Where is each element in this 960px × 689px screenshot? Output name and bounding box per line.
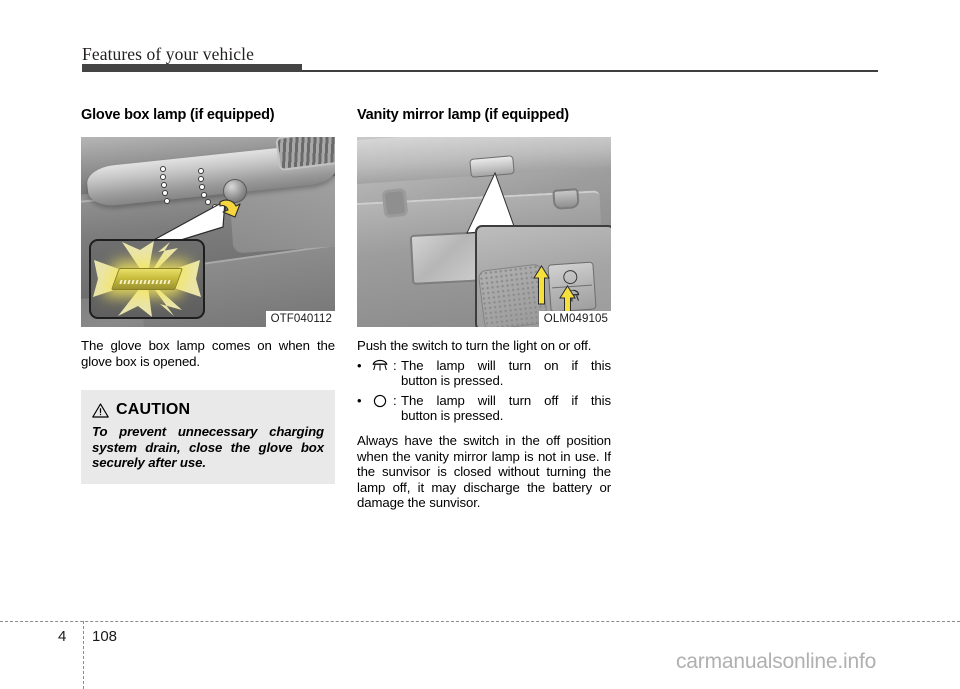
glove-box-lamp-description: The glove box lamp comes on when the glo… — [81, 337, 335, 369]
footer-divider-vertical — [83, 621, 84, 689]
list-item-lamp-off: • : The lamp will turn off if this butto… — [357, 393, 611, 424]
bullet-marker: • — [357, 357, 362, 373]
caution-text: To prevent unnecessary charging system d… — [92, 424, 324, 471]
glove-box-lamp-inset — [89, 238, 205, 319]
list-item-lamp-on: • : The lamp will turn on if this button… — [357, 358, 611, 389]
page-header: Features of your vehicle — [0, 0, 960, 80]
vanity-switch-inset — [475, 224, 611, 327]
watermark: carmanualsonline.info — [676, 650, 877, 673]
section-heading-glove-box-lamp: Glove box lamp (if equipped) — [81, 107, 275, 123]
footer-divider-horizontal — [0, 621, 960, 622]
bullet-marker: • — [357, 392, 362, 408]
vanity-lamp-intro: Push the switch to turn the light on or … — [357, 337, 592, 353]
figure-caption-left: OTF040112 — [265, 310, 335, 327]
glove-box-latch — [223, 178, 247, 203]
bullet-colon: : — [393, 357, 397, 373]
visor-clip — [381, 187, 409, 219]
left-column: Glove box lamp (if equipped) — [81, 107, 335, 484]
caution-box: CAUTION To prevent unnecessary charging … — [81, 390, 335, 484]
figure-glove-box-lamp: OTF040112 — [81, 136, 335, 327]
rotation-arrow-icon — [219, 199, 241, 218]
footer-chapter-number: 4 — [58, 628, 67, 645]
figure-vanity-mirror-lamp: OLM049105 — [357, 136, 611, 327]
header-rule-thin — [82, 70, 878, 72]
up-arrow-icon-upper — [533, 264, 550, 305]
bullet-line-2: button is pressed. — [401, 408, 504, 424]
bullet-line-1: The lamp will turn off if this — [401, 392, 611, 408]
caution-header: CAUTION — [92, 401, 324, 419]
bullet-line-2: button is pressed. — [401, 373, 504, 389]
switch-off-circle-icon[interactable] — [562, 269, 578, 285]
bulb-filament — [119, 279, 173, 284]
figure-caption-right: OLM049105 — [538, 310, 611, 327]
section-heading-vanity-mirror-lamp: Vanity mirror lamp (if equipped) — [357, 107, 569, 123]
lamp-on-icon — [367, 358, 393, 374]
bullet-line-1: The lamp will turn on if this — [401, 357, 611, 373]
lamp-off-circle-icon — [367, 393, 393, 409]
right-column: Vanity mirror lamp (if equipped) — [357, 107, 611, 511]
footer-page-number: 108 — [92, 628, 118, 645]
bullet-text: The lamp will turn off if this button is… — [401, 393, 611, 424]
header-rule-thick — [82, 64, 302, 72]
bullet-text: The lamp will turn on if this button is … — [401, 358, 611, 389]
visor-hook — [552, 188, 580, 210]
warning-triangle-icon — [92, 403, 109, 418]
glove-box-bulb — [110, 267, 184, 290]
page-title: Features of your vehicle — [82, 44, 254, 64]
vanity-lamp-outro: Always have the switch in the off positi… — [357, 432, 611, 511]
caution-title: CAUTION — [116, 401, 191, 419]
bullet-colon: : — [393, 392, 397, 408]
